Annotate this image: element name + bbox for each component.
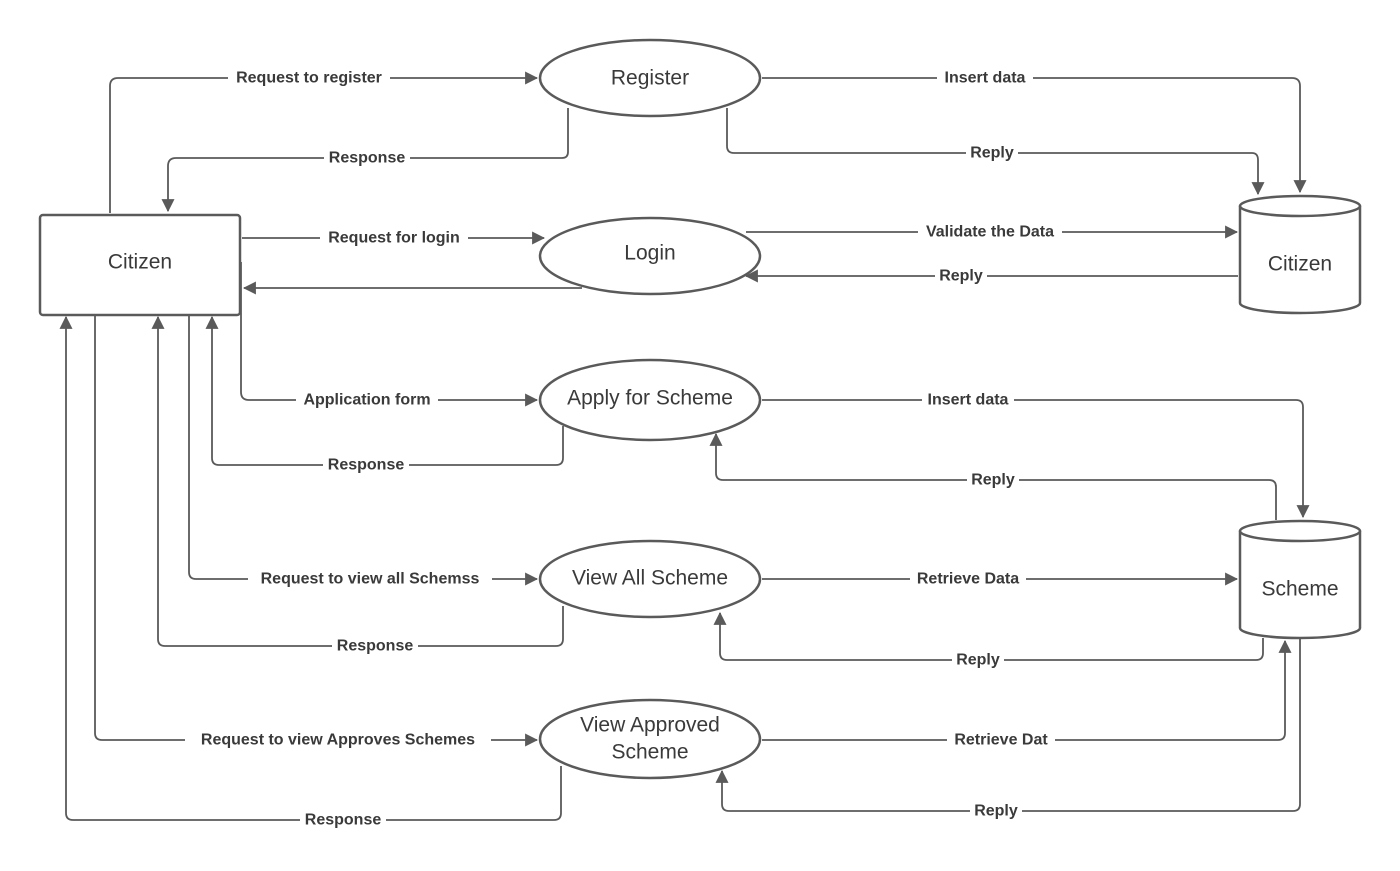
svg-text:Response: Response	[329, 150, 406, 167]
svg-text:Reply: Reply	[939, 268, 983, 285]
process-apply-for-scheme: Apply for Scheme	[538, 358, 762, 442]
edge-label-register-response: Response	[324, 148, 410, 168]
citizen-entity: Citizen	[38, 213, 242, 317]
svg-text:Retrieve Dat: Retrieve Dat	[954, 732, 1048, 749]
edge-label-approved-response: Response	[300, 810, 386, 830]
svg-text:Scheme: Scheme	[1261, 578, 1338, 601]
svg-text:View All Scheme: View All Scheme	[572, 567, 728, 590]
svg-text:Request for login: Request for login	[328, 230, 460, 247]
svg-text:Scheme: Scheme	[611, 741, 688, 764]
edge-label-request-view-approved: Request to view Approves Schemes	[185, 730, 491, 750]
svg-text:Response: Response	[305, 812, 382, 829]
svg-text:Response: Response	[328, 457, 405, 474]
edge-label-register-reply: Reply	[966, 143, 1018, 163]
svg-text:Register: Register	[611, 67, 689, 90]
svg-text:Response: Response	[337, 638, 414, 655]
edge-label-view-all-response: Response	[332, 636, 418, 656]
flow-request-view-all	[188, 316, 539, 586]
edge-label-register-insert: Insert data	[937, 68, 1033, 88]
svg-text:Citizen: Citizen	[1268, 253, 1332, 276]
flow-approved-reply	[715, 638, 1301, 812]
process-view-all-scheme: View All Scheme	[538, 539, 762, 619]
svg-text:Insert data: Insert data	[945, 70, 1026, 87]
svg-text:Login: Login	[624, 242, 675, 265]
flow-request-to-register	[109, 71, 539, 213]
datastore-scheme: Scheme	[1238, 519, 1362, 640]
svg-text:Insert data: Insert data	[928, 392, 1009, 409]
svg-text:Request to register: Request to register	[236, 70, 382, 87]
process-view-approved-scheme: View Approved Scheme	[538, 698, 762, 780]
edge-label-approved-reply: Reply	[970, 801, 1022, 821]
svg-text:Reply: Reply	[974, 803, 1018, 820]
flow-register-insert	[762, 77, 1307, 194]
process-register: Register	[538, 38, 762, 118]
edge-label-apply-insert: Insert data	[922, 390, 1014, 410]
svg-text:Retrieve Data: Retrieve Data	[917, 571, 1019, 588]
edge-label-apply-reply: Reply	[967, 470, 1019, 490]
edge-label-retrieve-dat: Retrieve Dat	[947, 730, 1055, 750]
svg-text:Request to view Approves Schem: Request to view Approves Schemes	[201, 732, 475, 749]
process-login: Login	[538, 216, 762, 296]
svg-text:Reply: Reply	[971, 472, 1015, 489]
svg-text:View Approved: View Approved	[580, 714, 720, 737]
svg-text:Application form: Application form	[303, 392, 430, 409]
edge-label-view-all-reply: Reply	[952, 650, 1004, 670]
flow-application-form	[240, 262, 539, 407]
flow-view-all-response	[151, 315, 564, 647]
edge-label-request-view-all: Request to view all Schemss	[248, 569, 492, 589]
edge-label-validate-data: Validate the Data	[918, 222, 1062, 242]
edge-label-application-form: Application form	[296, 390, 438, 410]
datastore-citizen: Citizen	[1238, 194, 1362, 315]
edge-label-login-reply: Reply	[935, 266, 987, 286]
edge-label-retrieve-data: Retrieve Data	[910, 569, 1026, 589]
svg-text:Reply: Reply	[970, 145, 1014, 162]
edge-label-apply-response: Response	[323, 455, 409, 475]
edge-label-request-to-register: Request to register	[228, 68, 390, 88]
svg-text:Apply for Scheme: Apply for Scheme	[567, 387, 733, 410]
svg-text:Citizen: Citizen	[108, 251, 172, 274]
svg-text:Reply: Reply	[956, 652, 1000, 669]
svg-text:Validate the Data: Validate the Data	[926, 224, 1054, 241]
svg-text:Request to view all Schemss: Request to view all Schemss	[261, 571, 480, 588]
edge-label-request-for-login: Request for login	[320, 228, 468, 248]
flow-retrieve-dat	[762, 639, 1292, 741]
flow-request-view-approved	[94, 316, 539, 747]
flow-apply-insert	[762, 399, 1310, 519]
